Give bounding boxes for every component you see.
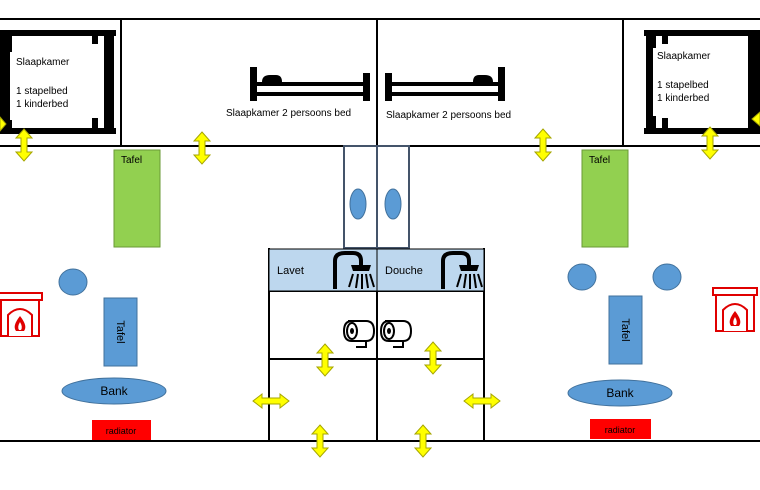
bedroom-small-line1: 1 stapelbed [657, 80, 709, 91]
bank-label: Bank [606, 386, 634, 400]
fireplace-icon [0, 292, 43, 337]
bedroom-double-label: Slaapkamer 2 persoons bed [226, 108, 351, 119]
radiator-label: radiator [605, 425, 636, 435]
radiator [92, 420, 151, 440]
table-green-label: Tafel [121, 155, 142, 166]
radiator-label: radiator [106, 426, 137, 436]
table-green [581, 149, 629, 248]
table-blue [608, 295, 643, 365]
bank [567, 379, 673, 407]
shower-cabin [343, 145, 410, 249]
table-green-label: Tafel [589, 155, 610, 166]
double-bed-icon [385, 67, 505, 101]
douche-label: Douche [385, 265, 423, 277]
radiator [590, 419, 651, 439]
bedroom-label-box [10, 52, 90, 120]
fireplace-icon [712, 287, 758, 332]
bedroom-small-label: Slaapkamer [16, 57, 70, 68]
lavet-label: Lavet [277, 265, 304, 277]
door-handle-right [384, 188, 402, 220]
table-blue-label: Tafel [619, 318, 631, 341]
double-arrow-icon [193, 131, 211, 165]
partial-arrow-icon [751, 111, 760, 127]
bathroom: Lavet Douche [268, 248, 485, 348]
door-handle-left [349, 188, 367, 220]
chair [652, 263, 682, 291]
table-green [113, 149, 161, 248]
table-blue-label: Tafel [114, 320, 126, 343]
bank-label: Bank [100, 384, 128, 398]
chair [58, 268, 88, 296]
partial-arrow-icon [0, 116, 7, 132]
bedroom-label-box [653, 48, 733, 116]
bedroom-small-label: Slaapkamer [657, 51, 711, 62]
table-blue [103, 297, 138, 367]
double-arrow-icon [463, 393, 501, 409]
bedroom-small-line1: 1 stapelbed [16, 86, 68, 97]
double-arrow-icon [252, 393, 290, 409]
double-bed-icon [250, 67, 370, 101]
bank [61, 377, 167, 405]
chair [567, 263, 597, 291]
bedroom-small-line2: 1 kinderbed [16, 99, 68, 110]
toilet-roll-icon [343, 320, 375, 348]
bedroom-double-label: Slaapkamer 2 persoons bed [386, 110, 511, 121]
toilet-roll-icon [380, 320, 412, 348]
door-arrows [0, 111, 760, 458]
bedroom-small-line2: 1 kinderbed [657, 93, 709, 104]
